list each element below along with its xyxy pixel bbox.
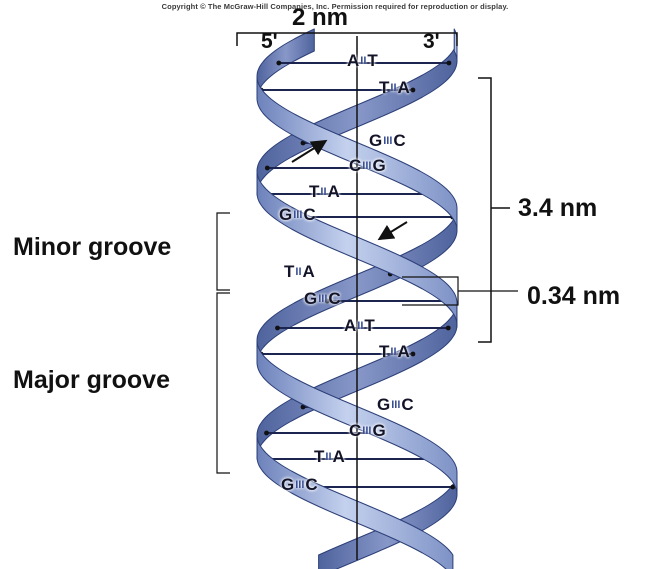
base-pair: TIIA	[314, 447, 345, 466]
backbone-dot	[300, 140, 306, 146]
five-prime-end-label: 5'	[261, 30, 278, 53]
base-pair: TIIA	[309, 182, 340, 201]
backbone-dot	[410, 351, 416, 357]
backbone-dot	[276, 60, 282, 66]
helical-turn-bracket	[478, 77, 510, 343]
backbone-dot	[445, 325, 451, 331]
backbone-dot	[275, 325, 280, 331]
strand-direction-arrow-down	[377, 221, 408, 241]
base-pair: TIIA	[379, 342, 410, 361]
base-pair: GIIIC	[281, 475, 318, 494]
backbone-dot	[410, 87, 416, 93]
backbone-dot	[264, 430, 269, 436]
three-prime-end-label: 3'	[423, 30, 440, 53]
backbone-dot	[264, 165, 270, 171]
strand-direction-arrow-up	[291, 139, 328, 163]
base-pair: GIIIC	[304, 289, 341, 308]
base-pair: TIIA	[379, 78, 410, 97]
helix-width-bracket	[236, 32, 458, 46]
copyright-notice: Copyright © The McGraw-Hill Companies, I…	[161, 2, 509, 11]
base-pair: CIIIG	[349, 156, 386, 175]
base-pair: GIIIC	[377, 395, 414, 414]
strand-a-front-segment	[256, 436, 454, 569]
base-pair: TIIA	[284, 262, 315, 281]
strand-b-back-segment	[318, 472, 458, 569]
backbone-dot	[450, 484, 456, 490]
base-pair: CIIIG	[349, 421, 386, 440]
minor-groove-label: Minor groove	[13, 233, 172, 261]
base-pair: GIIIC	[369, 131, 406, 150]
major-groove-label: Major groove	[13, 366, 170, 394]
backbone-dot	[324, 298, 330, 304]
base-pair: GIIIC	[279, 205, 316, 224]
backbone-dot	[446, 60, 452, 66]
base-pair: AIIT	[347, 51, 378, 70]
base-pair-rise-label: 0.34 nm	[527, 282, 621, 310]
base-pair: AIIT	[344, 316, 375, 335]
helical-turn-label: 3.4 nm	[518, 194, 598, 222]
minor-groove-bracket	[216, 212, 230, 291]
helix-width-label: 2 nm	[292, 4, 349, 31]
major-groove-bracket	[216, 292, 230, 474]
base-pair-rise-bracket	[402, 276, 518, 306]
backbone-dot	[300, 404, 306, 410]
